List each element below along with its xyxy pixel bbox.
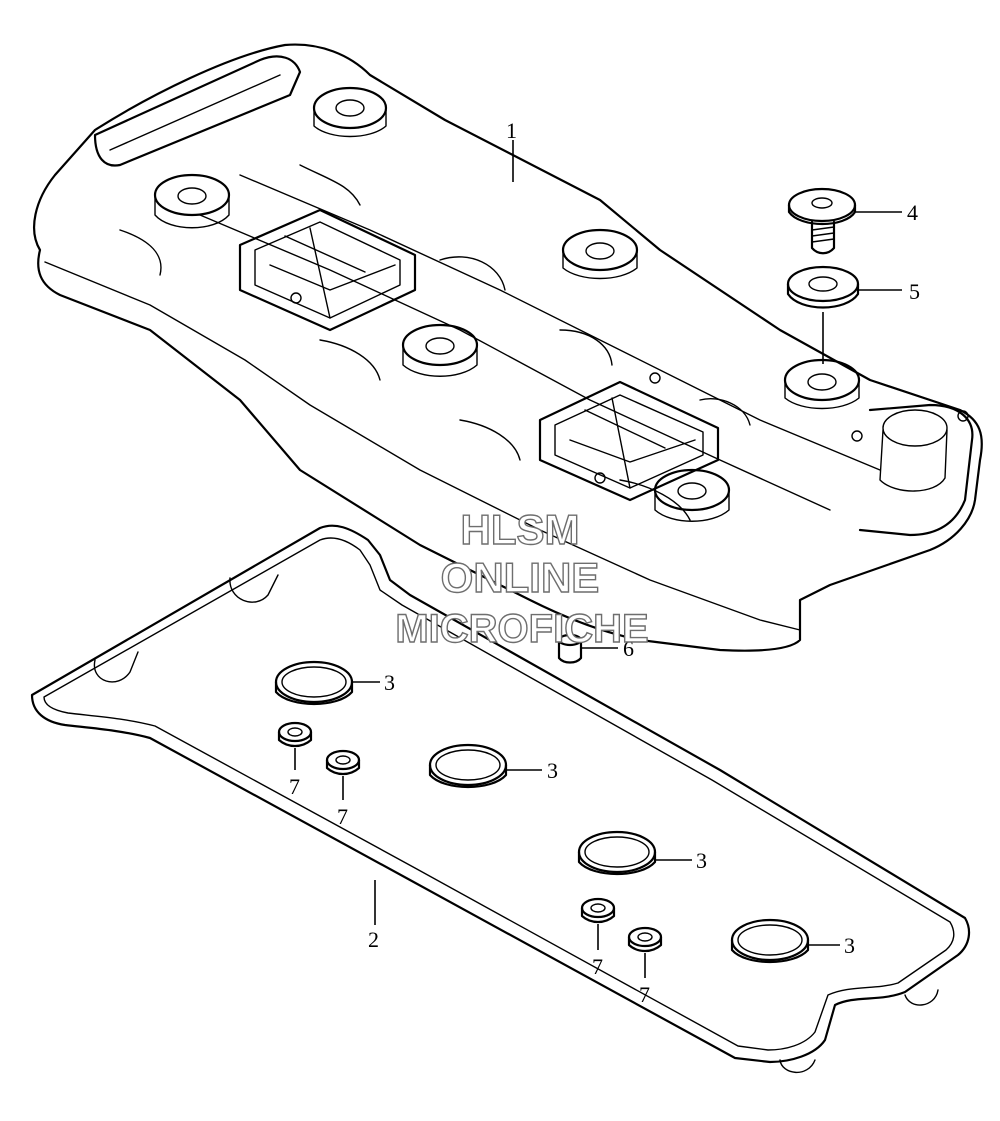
cover-boss-2 bbox=[153, 173, 231, 229]
leader-lines bbox=[294, 140, 902, 978]
callout-6: 6 bbox=[623, 636, 634, 661]
cover-bolt bbox=[787, 187, 857, 255]
small-seal-4 bbox=[627, 926, 663, 953]
watermark-line-2: ONLINE bbox=[441, 554, 600, 601]
watermark-line-3: MICROFICHE bbox=[395, 607, 648, 651]
small-seal-1 bbox=[277, 721, 313, 748]
callout-3c: 3 bbox=[696, 848, 707, 873]
cover-boss-4 bbox=[401, 323, 479, 377]
cover-boss-6 bbox=[653, 468, 731, 522]
callout-3a: 3 bbox=[384, 670, 395, 695]
callout-4: 4 bbox=[907, 200, 918, 225]
plug-hole-seal-2 bbox=[428, 743, 508, 789]
plug-hole-seal-1 bbox=[274, 660, 354, 706]
watermark: HLSM ONLINE MICROFICHE bbox=[395, 505, 650, 651]
cover-boss-5 bbox=[783, 358, 861, 410]
callout-7c: 7 bbox=[592, 954, 603, 979]
cover-boss-3 bbox=[561, 228, 639, 280]
watermark-line-1: HLSM bbox=[461, 506, 580, 553]
callout-7b: 7 bbox=[337, 804, 348, 829]
callout-5: 5 bbox=[909, 279, 920, 304]
callout-7a: 7 bbox=[289, 774, 300, 799]
breather-window-right bbox=[538, 372, 720, 502]
callout-2: 2 bbox=[368, 927, 379, 952]
breather-window-left bbox=[238, 208, 417, 332]
callout-7d: 7 bbox=[639, 982, 650, 1007]
callout-1: 1 bbox=[506, 118, 517, 143]
plug-hole-seal-3 bbox=[577, 830, 657, 876]
cover-boss-1 bbox=[312, 86, 388, 138]
head-cover-gasket bbox=[30, 524, 971, 1074]
breather-port bbox=[851, 403, 974, 537]
cylinder-head-cover bbox=[33, 43, 983, 652]
callout-3d: 3 bbox=[844, 933, 855, 958]
small-seal-3 bbox=[580, 897, 616, 924]
callout-3b: 3 bbox=[547, 758, 558, 783]
dowel-pin bbox=[557, 633, 583, 664]
plug-hole-seal-4 bbox=[730, 918, 810, 964]
bolt-grommet bbox=[786, 265, 860, 309]
small-seal-2 bbox=[325, 749, 361, 776]
